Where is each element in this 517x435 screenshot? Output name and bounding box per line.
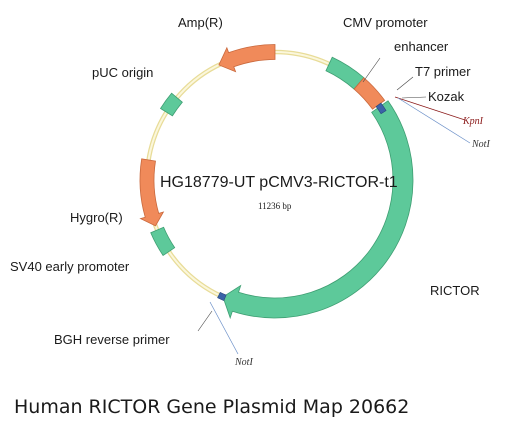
map-size-label: 11236 bp (258, 201, 292, 211)
enhancer-label: enhancer (394, 39, 449, 54)
kozak-label: Kozak (428, 89, 465, 104)
figure-caption: Human RICTOR Gene Plasmid Map 20662 (14, 396, 410, 418)
sv40-label: SV40 early promoter (10, 259, 130, 274)
noti-bottom-site-line (209, 301, 239, 355)
rictor-label: RICTOR (430, 283, 480, 298)
enhancer-leader-line (362, 57, 381, 83)
bgh-leader-line (197, 310, 213, 332)
hygro-resistance-arc[interactable] (139, 158, 165, 227)
t7-leader-line (396, 76, 414, 91)
kpni-site-line (394, 96, 466, 121)
puc-origin-label: pUC origin (92, 65, 153, 80)
hygro-label: Hygro(R) (70, 210, 123, 225)
map-title: HG18779-UT pCMV3-RICTOR-t1 (160, 174, 398, 191)
amp-resistance-arc[interactable] (218, 44, 276, 73)
enhancer-arc[interactable] (353, 77, 386, 110)
rictor-feature-arc[interactable] (222, 100, 414, 320)
t7-primer-label: T7 primer (415, 64, 471, 79)
noti-top-site-line (397, 97, 471, 144)
amp-label: Amp(R) (178, 15, 223, 30)
kozak-leader-line (401, 96, 427, 99)
puc-origin-arc[interactable] (159, 92, 183, 117)
t7-primer-arc[interactable] (375, 102, 387, 115)
bgh-primer-arc[interactable] (217, 291, 227, 301)
noti-top-site-label: NotI (471, 139, 490, 150)
noti-bottom-site-label: NotI (234, 357, 253, 368)
kpni-site-label: KpnI (462, 116, 484, 127)
bgh-reverse-primer-label: BGH reverse primer (54, 332, 170, 347)
sv40-promoter-arc[interactable] (150, 226, 176, 257)
plasmid-map-figure: Amp(R) CMV promoter enhancer T7 primer K… (10, 15, 490, 368)
cmv-promoter-label: CMV promoter (343, 15, 428, 30)
